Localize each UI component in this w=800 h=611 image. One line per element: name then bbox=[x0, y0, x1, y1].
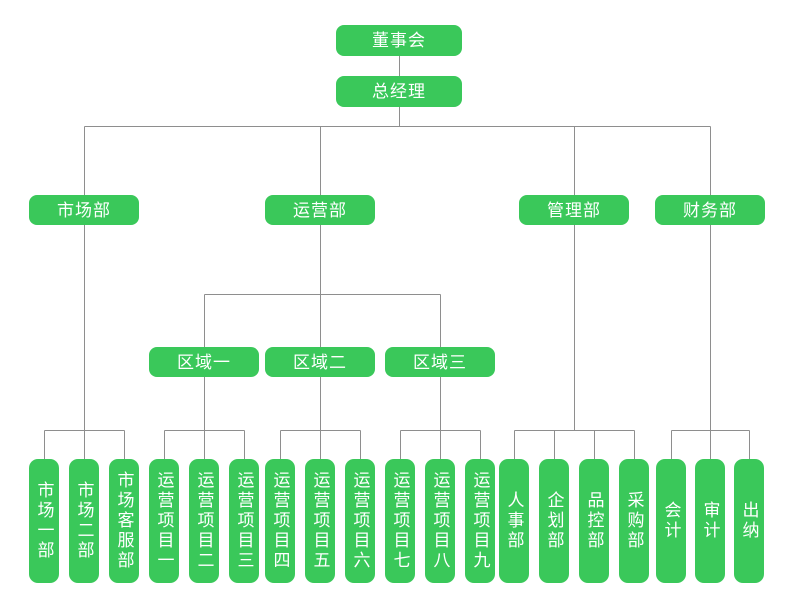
node-finance-dept: 财务部 bbox=[655, 195, 765, 225]
node-board-of-directors: 董事会 bbox=[336, 25, 462, 56]
leaf-label: 运营项目三 bbox=[234, 471, 254, 571]
leaf-ops-project-2: 运营项目二 bbox=[189, 459, 219, 583]
leaf-label: 企划部 bbox=[544, 491, 564, 551]
leaf-market-dept-1: 市场一部 bbox=[29, 459, 59, 583]
leaf-label: 运营项目一 bbox=[154, 471, 174, 571]
leaf-label: 采购部 bbox=[624, 491, 644, 551]
leaf-label: 会计 bbox=[661, 501, 681, 541]
leaf-label: 审计 bbox=[700, 501, 720, 541]
leaf-ops-project-3: 运营项目三 bbox=[229, 459, 259, 583]
leaf-label: 人事部 bbox=[504, 491, 524, 551]
leaf-label: 运营项目七 bbox=[390, 471, 410, 571]
leaf-label: 市场一部 bbox=[34, 481, 54, 561]
leaf-ops-project-8: 运营项目八 bbox=[425, 459, 455, 583]
leaf-hr-dept: 人事部 bbox=[499, 459, 529, 583]
node-general-manager: 总经理 bbox=[336, 76, 462, 107]
node-operations-dept: 运营部 bbox=[265, 195, 375, 225]
leaf-label: 运营项目五 bbox=[310, 471, 330, 571]
leaf-label: 运营项目九 bbox=[470, 471, 490, 571]
leaf-market-dept-2: 市场二部 bbox=[69, 459, 99, 583]
leaf-audit: 审计 bbox=[695, 459, 725, 583]
leaf-ops-project-1: 运营项目一 bbox=[149, 459, 179, 583]
leaf-label: 市场二部 bbox=[74, 481, 94, 561]
leaf-purchasing-dept: 采购部 bbox=[619, 459, 649, 583]
leaf-label: 运营项目二 bbox=[194, 471, 214, 571]
leaf-planning-dept: 企划部 bbox=[539, 459, 569, 583]
leaf-label: 品控部 bbox=[584, 491, 604, 551]
node-region-1: 区域一 bbox=[149, 347, 259, 377]
leaf-ops-project-6: 运营项目六 bbox=[345, 459, 375, 583]
node-management-dept: 管理部 bbox=[519, 195, 629, 225]
node-region-2: 区域二 bbox=[265, 347, 375, 377]
leaf-ops-project-5: 运营项目五 bbox=[305, 459, 335, 583]
node-region-3: 区域三 bbox=[385, 347, 495, 377]
leaf-ops-project-7: 运营项目七 bbox=[385, 459, 415, 583]
leaf-label: 出纳 bbox=[739, 501, 759, 541]
leaf-label: 运营项目八 bbox=[430, 471, 450, 571]
leaf-cashier: 出纳 bbox=[734, 459, 764, 583]
leaf-ops-project-4: 运营项目四 bbox=[265, 459, 295, 583]
leaf-ops-project-9: 运营项目九 bbox=[465, 459, 495, 583]
leaf-quality-control-dept: 品控部 bbox=[579, 459, 609, 583]
leaf-label: 市场客服部 bbox=[114, 471, 134, 571]
leaf-market-service-dept: 市场客服部 bbox=[109, 459, 139, 583]
leaf-accounting: 会计 bbox=[656, 459, 686, 583]
leaf-label: 运营项目四 bbox=[270, 471, 290, 571]
leaf-label: 运营项目六 bbox=[350, 471, 370, 571]
node-marketing-dept: 市场部 bbox=[29, 195, 139, 225]
